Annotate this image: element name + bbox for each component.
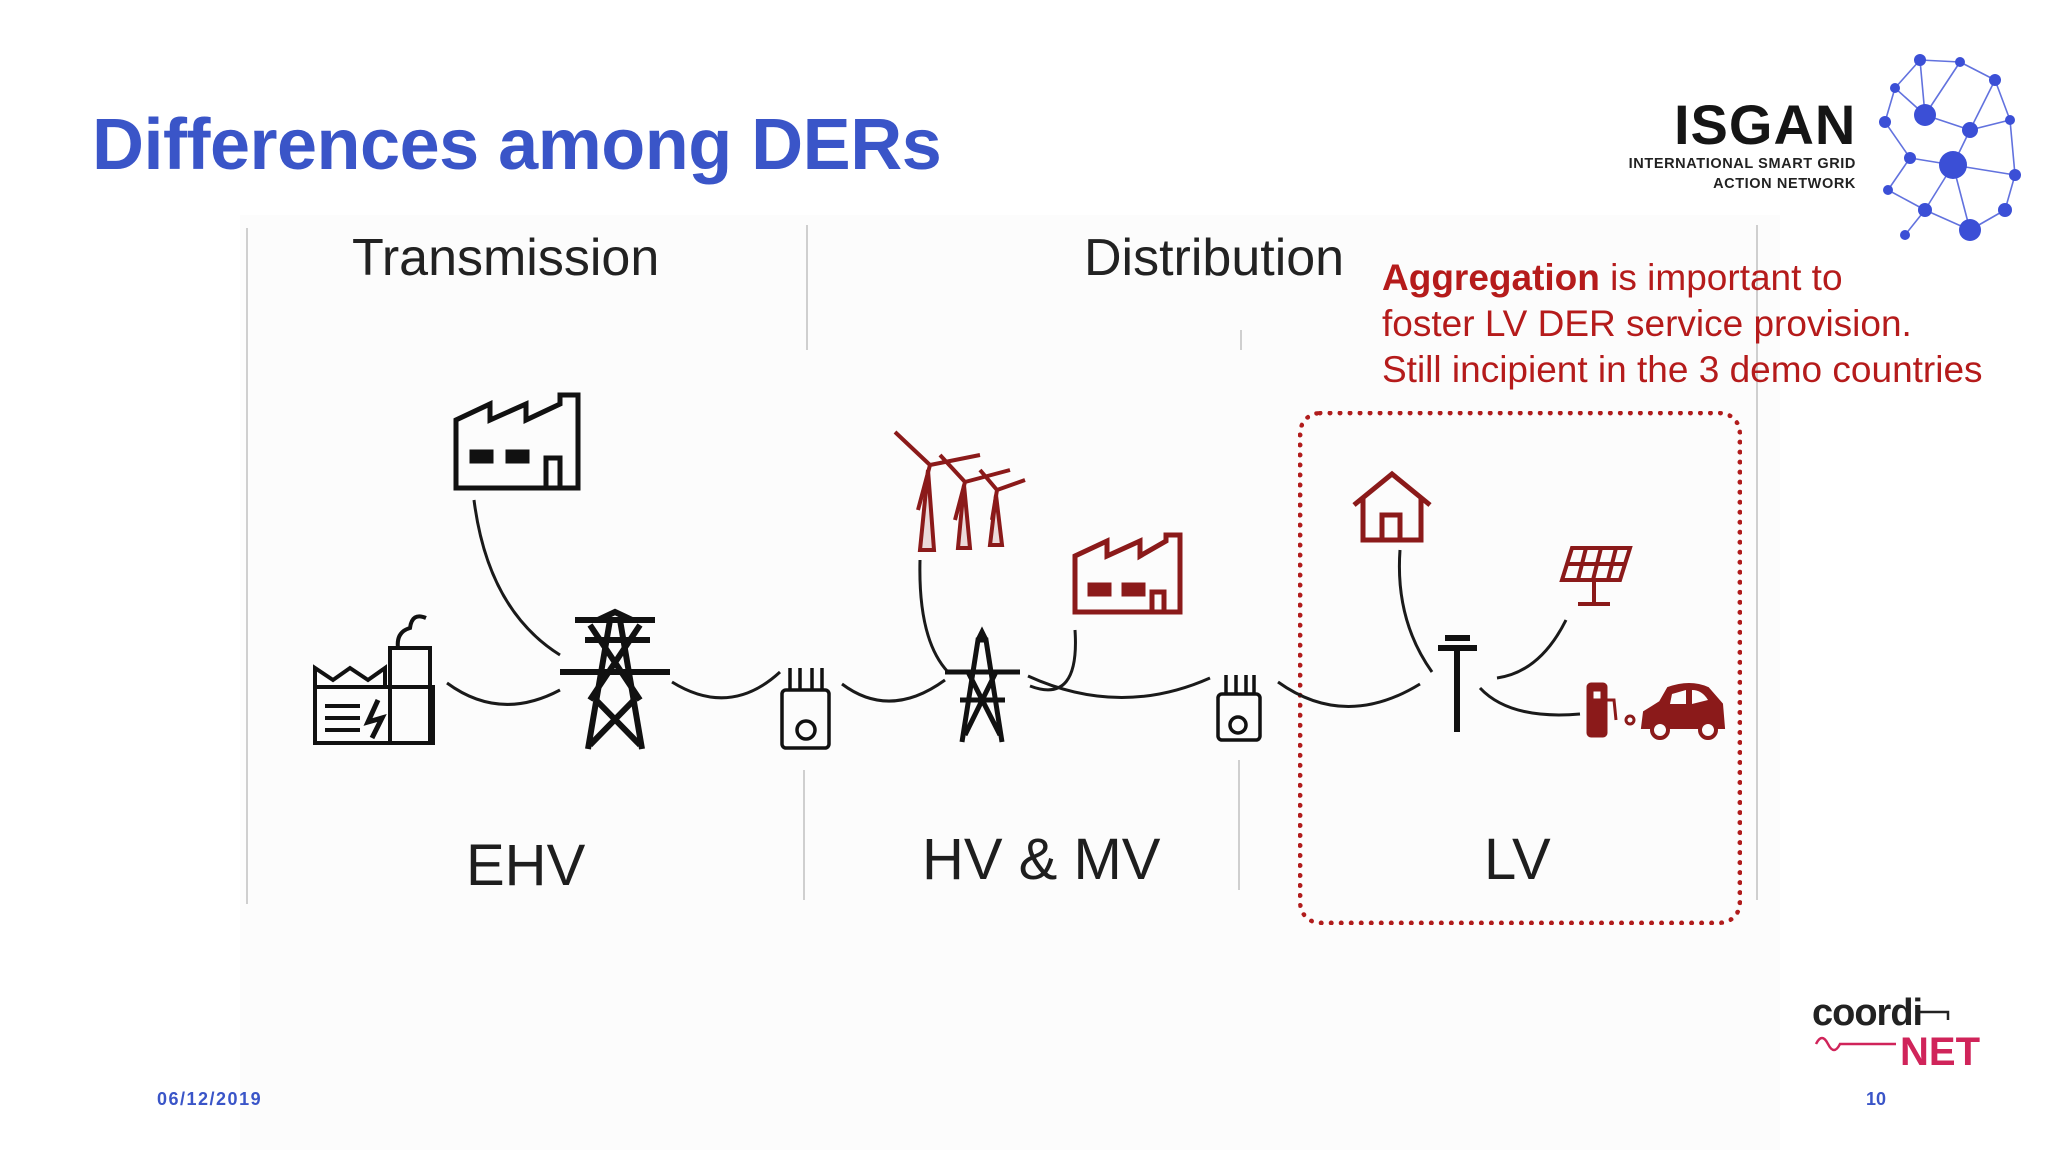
power-plant-icon	[313, 614, 435, 745]
separator-line	[806, 225, 808, 350]
lv-highlight-box	[1298, 411, 1742, 925]
coordinet-word-coordi: coordi	[1812, 992, 1923, 1034]
voltage-label-ehv: EHV	[466, 833, 586, 898]
transformer-icon	[1216, 675, 1262, 742]
signal-wave-icon	[1814, 1010, 1950, 1052]
network-graph-icon	[1879, 54, 2021, 241]
isgan-subtitle: INTERNATIONAL SMART GRID ACTION NETWORK	[1620, 154, 1856, 194]
isgan-wordmark: ISGAN	[1674, 93, 1857, 156]
transmission-tower-icon	[560, 608, 670, 750]
aggregation-keyword: Aggregation	[1382, 257, 1600, 298]
isgan-subtitle-line2: ACTION NETWORK	[1713, 176, 1856, 192]
electric-car-icon	[1640, 683, 1726, 740]
isgan-subtitle-line1: INTERNATIONAL SMART GRID	[1628, 156, 1856, 172]
solar-panel-icon	[1559, 546, 1633, 606]
coordinet-logo: coordi NET	[1808, 992, 2008, 1082]
wires	[446, 499, 1581, 717]
aggregation-note: Aggregation is important to foster LV DE…	[1382, 255, 1983, 393]
footer-date: 06/12/2019	[157, 1089, 263, 1109]
separator-line	[1238, 760, 1240, 890]
diagram-background	[240, 215, 1780, 1150]
page-number: 10	[1866, 1089, 1887, 1109]
house-icon	[1352, 470, 1432, 543]
transmission-tower-icon	[945, 626, 1020, 743]
factory-icon	[1072, 532, 1183, 615]
section-label-transmission: Transmission	[352, 229, 660, 287]
separator-line	[1240, 330, 1242, 350]
isgan-logo: ISGAN INTERNATIONAL SMART GRID ACTION NE…	[1620, 40, 2040, 260]
slide-title: Differences among DERs	[92, 105, 942, 185]
coordinet-word-net: NET	[1900, 1030, 1980, 1074]
voltage-label-hv-mv: HV & MV	[922, 827, 1161, 892]
aggregation-note-line2: foster LV DER service provision.	[1382, 303, 1912, 344]
aggregation-note-line1: Aggregation is important to	[1382, 255, 1983, 301]
wind-turbines-icon	[893, 430, 1026, 552]
utility-pole-icon	[1438, 635, 1477, 732]
section-label-distribution: Distribution	[1084, 229, 1345, 287]
separator-line	[803, 770, 805, 900]
aggregation-note-line3: Still incipient in the 3 demo countries	[1382, 349, 1983, 390]
aggregation-note-line1-rest: is important to	[1599, 257, 1843, 298]
separator-line	[246, 228, 248, 904]
ev-charger-icon	[1586, 682, 1636, 738]
industry-icon	[453, 392, 581, 491]
voltage-label-lv: LV	[1484, 827, 1551, 892]
separator-line	[1756, 225, 1758, 900]
transformer-icon	[780, 668, 831, 750]
